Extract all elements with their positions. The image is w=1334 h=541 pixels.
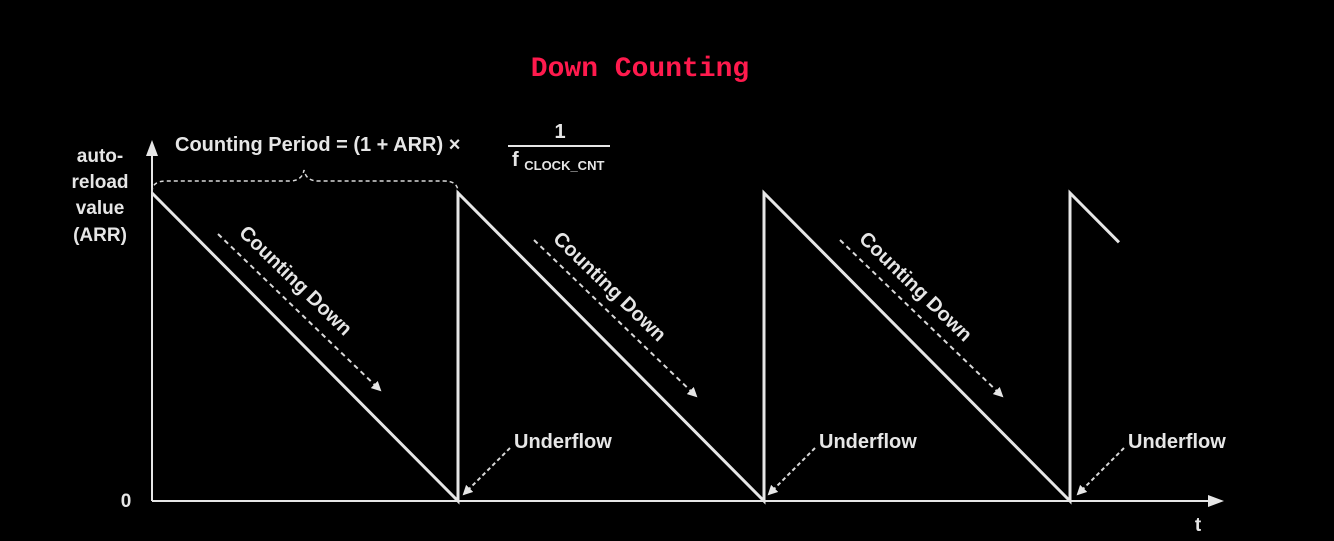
y-axis-arrow-icon bbox=[146, 140, 158, 156]
underflow-arrow-icon bbox=[767, 447, 816, 496]
y-axis-label-line: (ARR) bbox=[73, 225, 127, 246]
axes bbox=[146, 140, 1224, 507]
counting-down-arrows bbox=[217, 233, 1004, 398]
period-formula-numerator: 1 bbox=[554, 121, 565, 143]
underflow-label: Underflow bbox=[819, 431, 917, 453]
diagram-title: Down Counting bbox=[531, 54, 749, 85]
denominator-f: f bbox=[512, 149, 519, 171]
counting-down-arrow-icon bbox=[217, 233, 382, 392]
y-axis-label-line: value bbox=[76, 198, 125, 219]
underflow-label: Underflow bbox=[1128, 431, 1226, 453]
counting-down-label: Counting Down bbox=[549, 228, 671, 346]
counting-down-arrow-icon bbox=[533, 239, 698, 398]
period-brace bbox=[151, 169, 459, 193]
underflow-label: Underflow bbox=[514, 431, 612, 453]
underflow-arrow-icon bbox=[1076, 447, 1125, 496]
counting-down-arrow-icon bbox=[839, 239, 1004, 398]
denominator-subscript: CLOCK_CNT bbox=[524, 158, 604, 173]
x-axis-label: t bbox=[1195, 515, 1202, 536]
counting-down-labels: Counting Down Counting Down Counting Dow… bbox=[235, 222, 977, 346]
counter-waveform bbox=[150, 189, 1121, 505]
underflow-arrows bbox=[462, 447, 1125, 496]
x-axis-arrow-icon bbox=[1208, 495, 1224, 507]
underflow-labels: Underflow Underflow Underflow bbox=[514, 431, 1226, 453]
counting-period-formula: Counting Period = (1 + ARR) × 1 f CLOCK_… bbox=[175, 121, 610, 173]
period-formula-text: Counting Period = (1 + ARR) × bbox=[175, 134, 460, 156]
y-zero-label: 0 bbox=[121, 491, 132, 512]
underflow-arrow-icon bbox=[462, 447, 511, 496]
counting-down-label: Counting Down bbox=[235, 222, 357, 340]
y-axis-label: auto- reload value (ARR) bbox=[71, 146, 128, 246]
period-formula-denominator: f CLOCK_CNT bbox=[512, 149, 604, 173]
y-axis-label-line: auto- bbox=[77, 146, 123, 167]
counting-down-label: Counting Down bbox=[855, 228, 977, 346]
y-axis-label-line: reload bbox=[71, 172, 128, 193]
